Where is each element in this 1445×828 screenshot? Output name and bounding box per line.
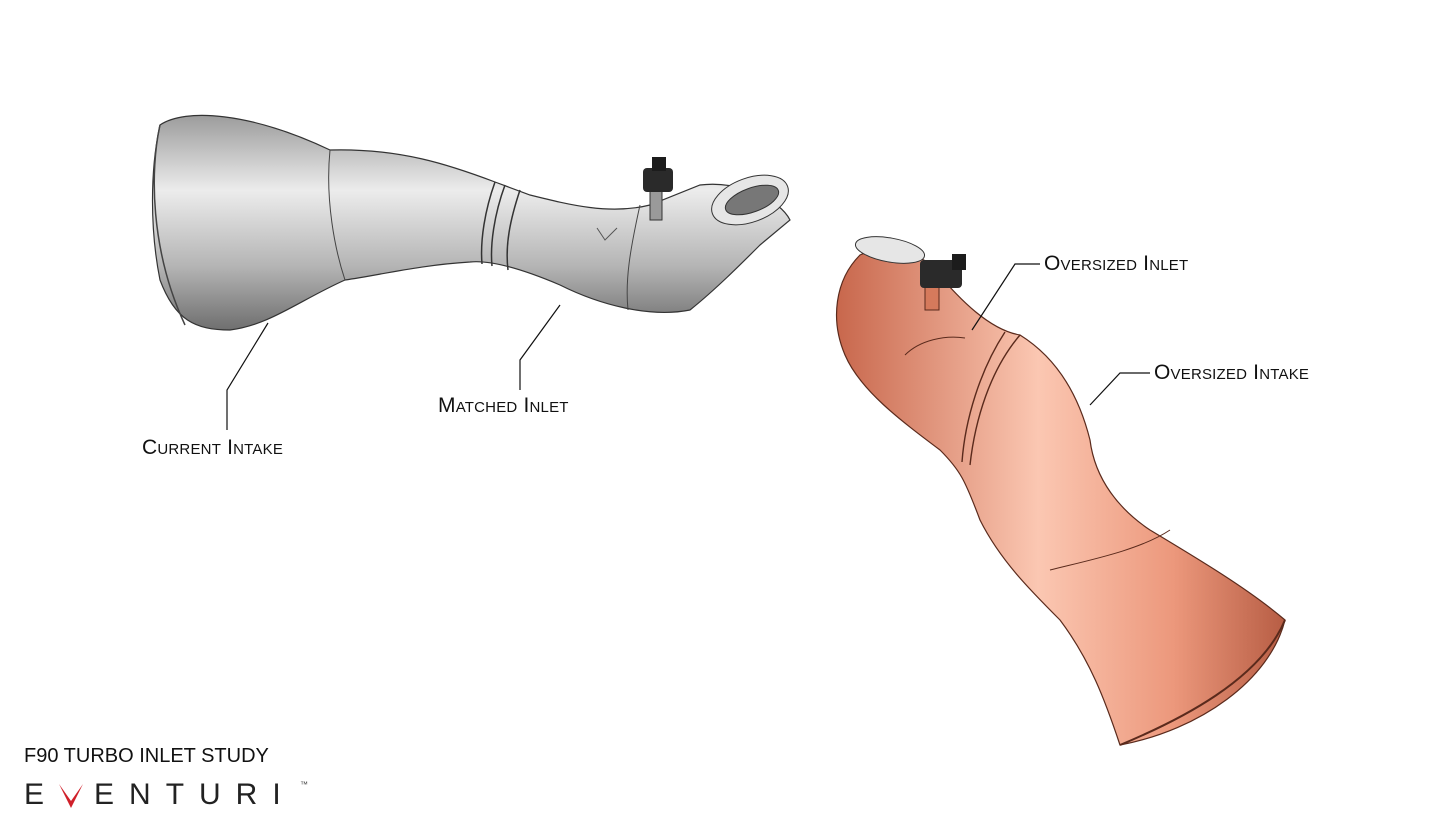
eventuri-logo: EVENTURI ™ xyxy=(24,778,324,812)
brand-trademark: ™ xyxy=(300,780,308,789)
label-current-intake: Current Intake xyxy=(142,436,284,459)
leader-line-oversized-inlet xyxy=(971,263,1040,331)
leader-line-current-intake xyxy=(226,322,269,430)
leader-line-oversized-intake xyxy=(1089,372,1150,406)
oversized-intake-part xyxy=(835,236,1286,746)
current-intake-part xyxy=(151,114,791,331)
label-oversized-inlet: Oversized Inlet xyxy=(1044,252,1189,275)
label-matched-inlet: Matched Inlet xyxy=(438,394,569,417)
brand-v-chevron-icon xyxy=(57,780,85,810)
leader-line-matched-inlet xyxy=(519,304,561,390)
study-title: F90 TURBO INLET STUDY xyxy=(24,745,269,767)
label-oversized-intake: Oversized Intake xyxy=(1154,361,1310,384)
